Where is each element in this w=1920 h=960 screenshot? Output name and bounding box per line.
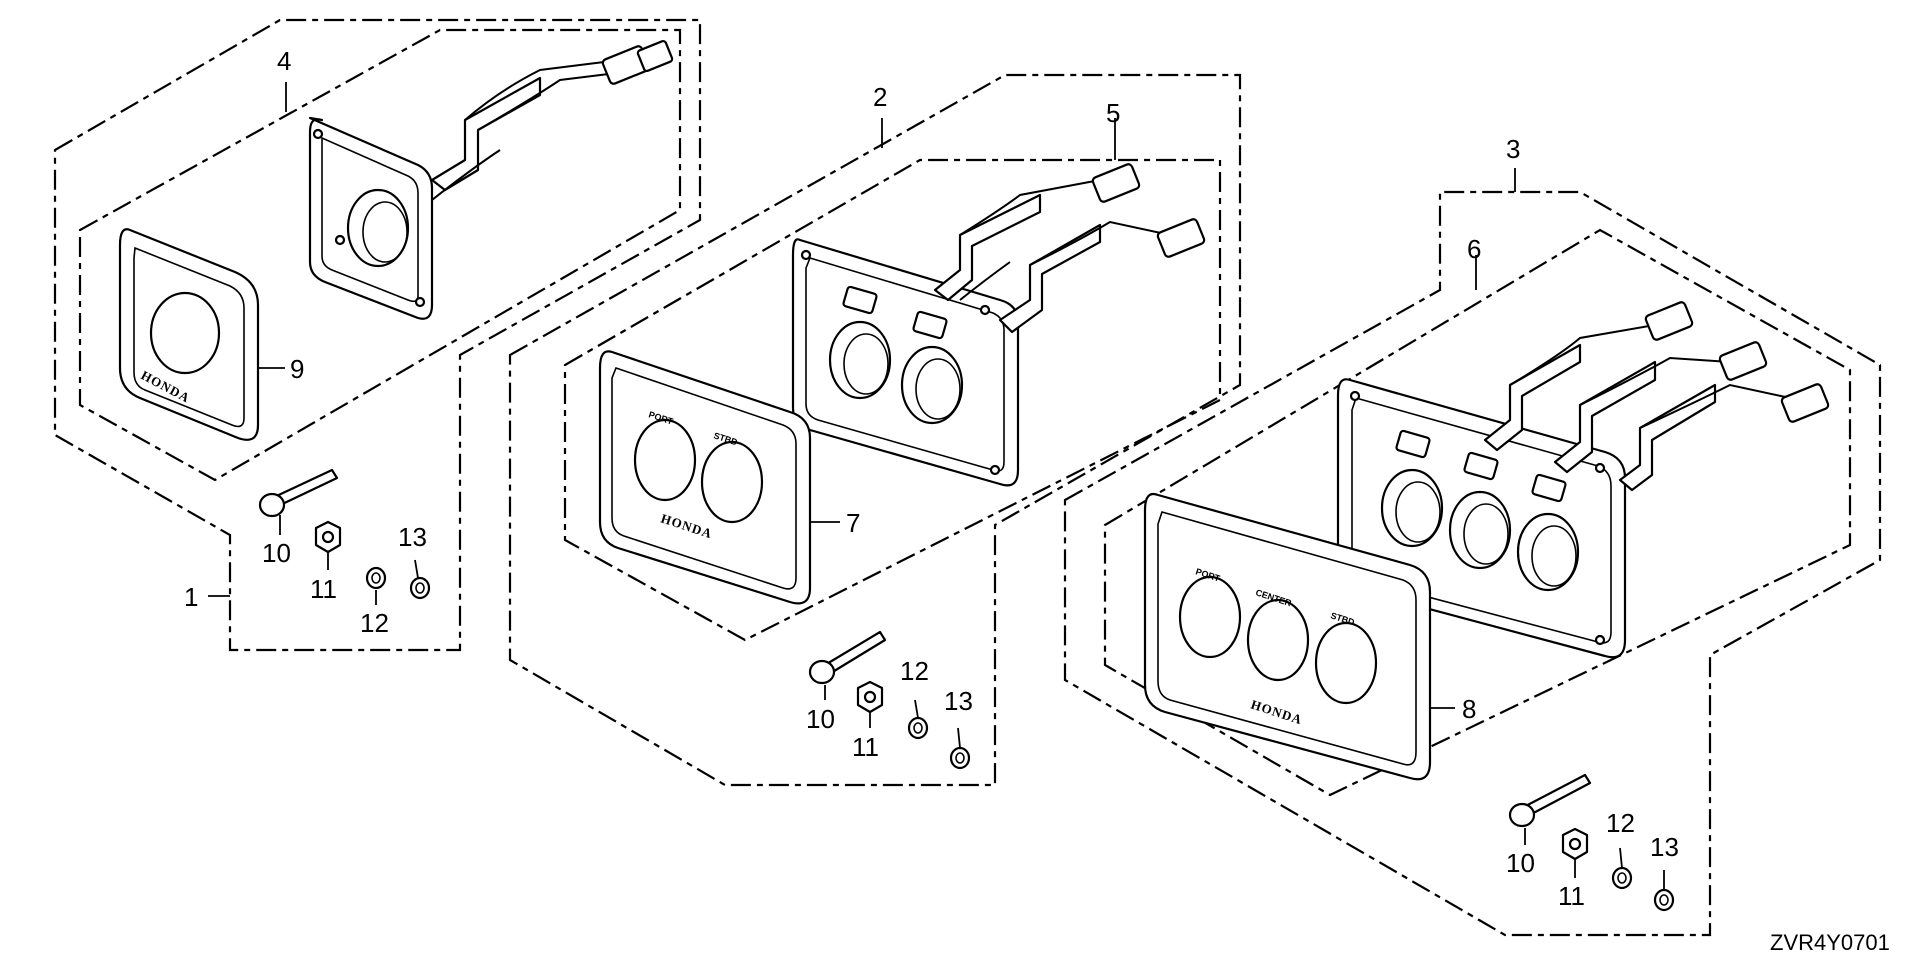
callout-9: 9 — [290, 354, 304, 384]
outline-assembly-1 — [53, 18, 702, 652]
triple-assembly-hardware — [1508, 773, 1675, 912]
dual-switch-assembly: PORT STBD HONDA — [598, 163, 1206, 770]
triple-switch-bezel: PORT CENTER STBD HONDA — [1143, 492, 1432, 781]
callout-3: 3 — [1506, 134, 1520, 164]
outline-assembly-5 — [563, 158, 1222, 642]
dual-assembly-hardware — [808, 630, 971, 770]
outline-assembly-6 — [1103, 228, 1852, 797]
callout-10-dual: 10 — [806, 704, 835, 734]
dual-switch-bezel: PORT STBD HONDA — [598, 350, 812, 605]
leader-lines — [208, 82, 1665, 890]
callout-8: 8 — [1462, 694, 1476, 724]
callout-7: 7 — [846, 508, 860, 538]
single-assembly-hardware — [258, 468, 431, 600]
callout-12-dual: 12 — [900, 656, 929, 686]
callout-6: 6 — [1467, 234, 1481, 264]
callout-13-single: 13 — [398, 522, 427, 552]
single-switch-bezel: HONDA — [118, 228, 260, 441]
callout-10-single: 10 — [262, 538, 291, 568]
callout-1: 1 — [184, 582, 198, 612]
callout-13-dual: 13 — [944, 686, 973, 716]
callout-5: 5 — [1106, 98, 1120, 128]
callout-12-single: 12 — [360, 608, 389, 638]
callout-11-single: 11 — [310, 574, 337, 604]
dual-switch-back-plate — [791, 163, 1206, 487]
callout-11-triple: 11 — [1558, 881, 1585, 911]
single-switch-assembly: HONDA — [118, 39, 674, 600]
callout-11-dual: 11 — [852, 732, 879, 762]
callout-12-triple: 12 — [1606, 808, 1635, 838]
callout-numbers: 1 2 3 4 5 6 7 8 9 10 11 12 13 10 11 12 1… — [184, 46, 1679, 911]
assembly-outlines — [53, 18, 1882, 937]
single-switch-back-plate — [308, 39, 674, 320]
callout-13-triple: 13 — [1650, 832, 1679, 862]
callout-10-triple: 10 — [1506, 848, 1535, 878]
callout-4: 4 — [277, 46, 291, 76]
outline-assembly-3 — [1063, 190, 1882, 937]
triple-switch-assembly: PORT CENTER STBD HONDA — [1143, 301, 1830, 912]
callout-2: 2 — [873, 82, 887, 112]
outline-assembly-4 — [78, 28, 682, 482]
outline-assembly-2 — [508, 73, 1242, 787]
drawing-code: ZVR4Y0701 — [1770, 930, 1890, 955]
